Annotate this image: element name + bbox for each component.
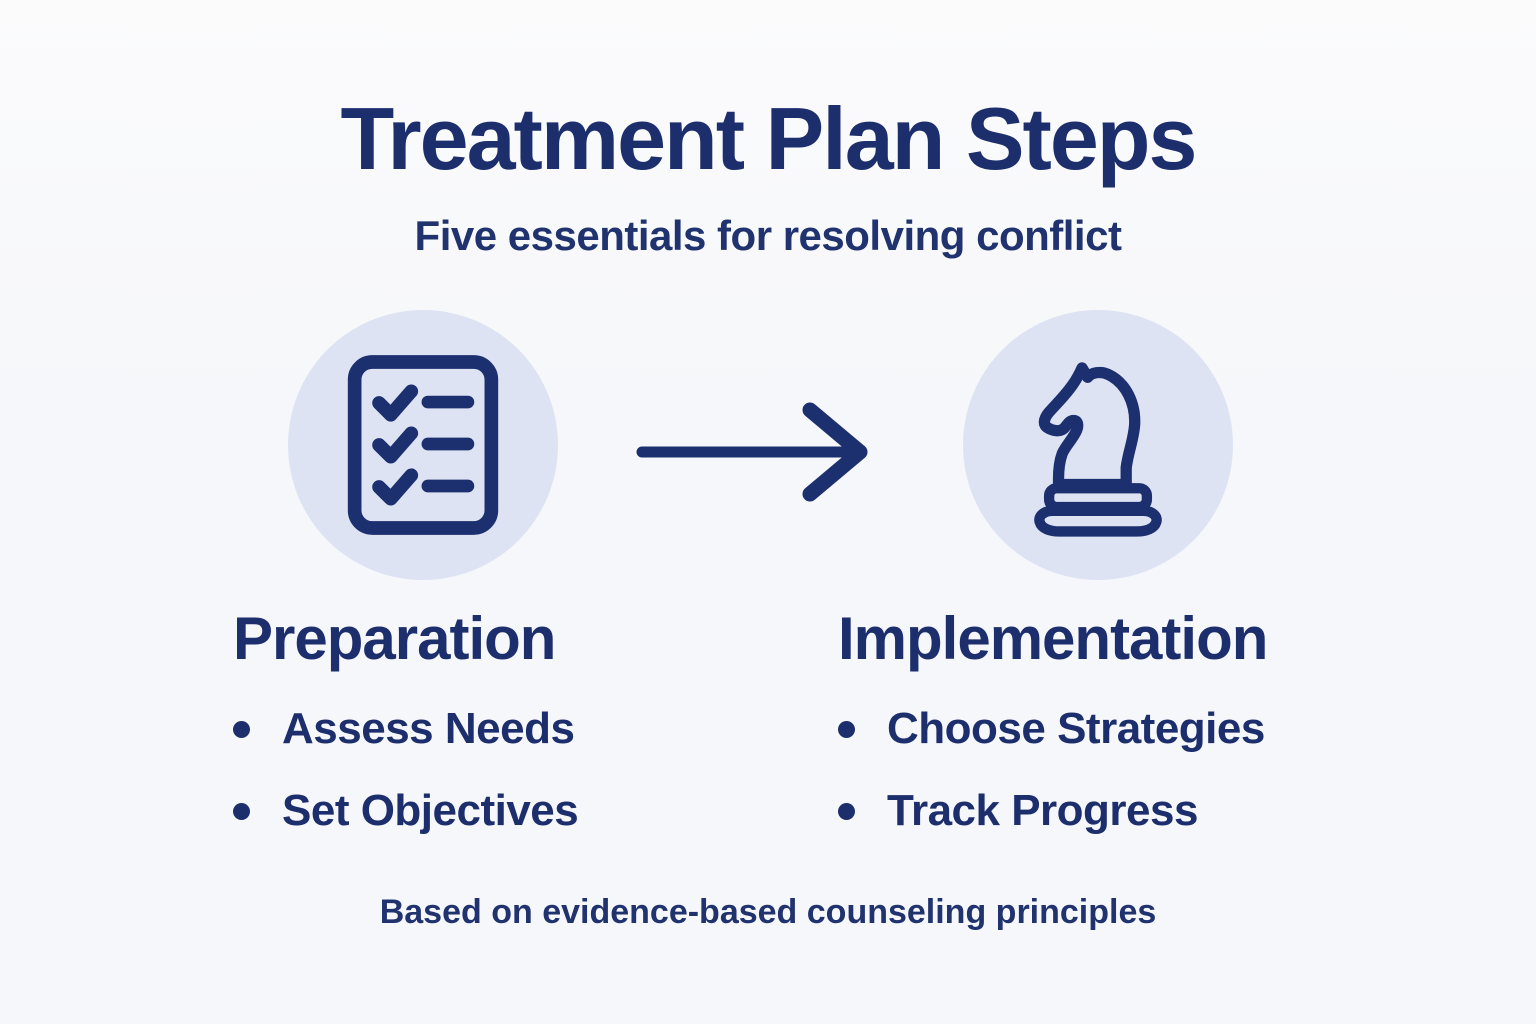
implementation-bullet-list: Choose Strategies Track Progress — [838, 700, 1265, 864]
bullet-label: Choose Strategies — [887, 704, 1265, 753]
implementation-heading: Implementation — [838, 605, 1268, 672]
page-subtitle: Five essentials for resolving conflict — [414, 212, 1122, 259]
checklist-icon — [340, 352, 506, 538]
bullet-label: Set Objectives — [282, 786, 579, 835]
bullet-dot — [838, 720, 855, 738]
bullet-label: Track Progress — [887, 786, 1198, 835]
bullet-item: Choose Strategies — [838, 700, 1265, 758]
preparation-circle — [288, 310, 558, 580]
arrow-right-icon — [632, 392, 872, 512]
preparation-heading: Preparation — [233, 605, 556, 672]
bullet-dot — [233, 720, 250, 738]
bullet-dot — [838, 802, 855, 820]
bullet-label: Assess Needs — [282, 704, 575, 753]
bullet-item: Track Progress — [838, 782, 1265, 840]
preparation-bullet-list: Assess Needs Set Objectives — [233, 700, 579, 864]
bullet-item: Set Objectives — [233, 782, 579, 840]
bullet-dot — [233, 802, 250, 820]
footer-note: Based on evidence-based counseling princ… — [379, 893, 1157, 931]
chess-knight-icon — [1004, 351, 1192, 539]
page-title: Treatment Plan Steps — [340, 89, 1198, 188]
bullet-item: Assess Needs — [233, 700, 578, 758]
implementation-circle — [963, 310, 1233, 580]
